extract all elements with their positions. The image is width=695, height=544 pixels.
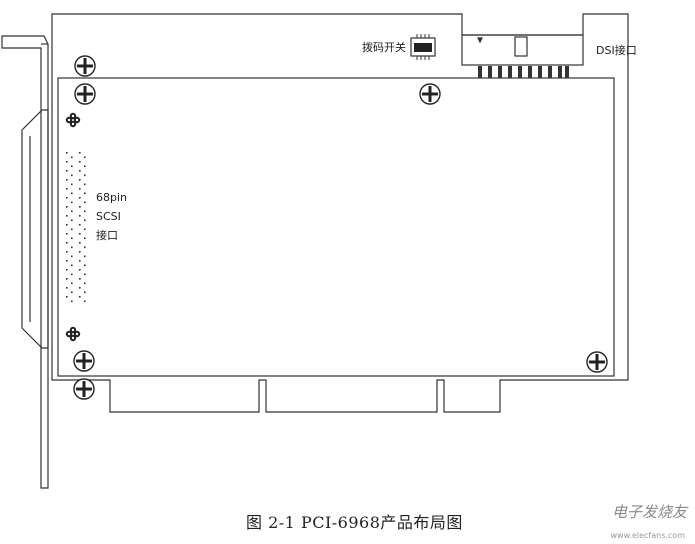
connector-screw (65, 112, 81, 128)
scsi-pin (84, 282, 86, 285)
scsi-pin (84, 228, 86, 231)
scsi-pin (84, 219, 86, 222)
scsi-pin (79, 224, 81, 226)
scsi-pin (71, 300, 73, 303)
scsi-pin (71, 228, 73, 231)
scsi-pin (84, 192, 86, 195)
scsi-pin (84, 156, 86, 159)
scsi-pin (79, 161, 81, 163)
scsi-pin (71, 237, 73, 240)
scsi-pin (66, 224, 68, 226)
scsi-pin (79, 296, 81, 298)
dsi-connector (461, 34, 584, 66)
scsi-pin (84, 183, 86, 186)
scsi-pin (66, 152, 68, 154)
scsi-pin (71, 255, 73, 258)
scsi-connector (21, 109, 49, 349)
scsi-pin (79, 170, 81, 172)
scsi-pin (79, 287, 81, 289)
scsi-pin (79, 242, 81, 244)
scsi-pin (71, 165, 73, 168)
scsi-pin (71, 192, 73, 195)
scsi-pin (66, 233, 68, 235)
scsi-pin (66, 296, 68, 298)
scsi-pin (79, 215, 81, 217)
scsi-pin (66, 251, 68, 253)
scsi-pin (66, 188, 68, 190)
scsi-pin (71, 282, 73, 285)
connector-screw-markers (65, 112, 81, 342)
scsi-pin (66, 206, 68, 208)
scsi-pin (79, 197, 81, 199)
scsi-pin (66, 215, 68, 217)
connector-screw (65, 326, 81, 342)
scsi-pin (71, 291, 73, 294)
scsi-pin (79, 269, 81, 271)
screw-hole (586, 351, 608, 373)
scsi-pin (71, 156, 73, 159)
scsi-label-line-3: 接口 (96, 229, 118, 242)
scsi-pin (79, 251, 81, 253)
scsi-pin (84, 237, 86, 240)
scsi-pin (66, 179, 68, 181)
screw-hole (74, 55, 96, 77)
screw-hole (74, 83, 96, 105)
scsi-pin (79, 179, 81, 181)
scsi-pin (66, 260, 68, 262)
daughter-board (57, 77, 615, 377)
scsi-pin (71, 219, 73, 222)
scsi-pin (66, 269, 68, 271)
scsi-pin (84, 300, 86, 303)
scsi-pin (84, 273, 86, 276)
scsi-pin (71, 273, 73, 276)
scsi-pin (84, 246, 86, 249)
dsi-connector-pins (478, 66, 569, 78)
scsi-pin (79, 278, 81, 280)
screw-hole (73, 378, 95, 400)
scsi-pin (71, 183, 73, 186)
scsi-pin (71, 174, 73, 177)
scsi-pin (84, 264, 86, 267)
scsi-pin (66, 161, 68, 163)
scsi-pin (84, 174, 86, 177)
dip-switch (410, 34, 436, 60)
screw-hole (73, 350, 95, 372)
scsi-pin (66, 170, 68, 172)
dip-switch-label: 拨码开关 (362, 41, 406, 54)
scsi-pin (66, 242, 68, 244)
scsi-pin (71, 201, 73, 204)
scsi-pin (71, 246, 73, 249)
scsi-pin (79, 188, 81, 190)
scsi-pin (84, 255, 86, 258)
scsi-pin (66, 197, 68, 199)
screw-hole (419, 83, 441, 105)
scsi-pin-field (66, 152, 86, 303)
watermark-url: www.elecfans.com (610, 531, 686, 540)
scsi-pin (84, 291, 86, 294)
mounting-bracket (1, 35, 49, 489)
scsi-pin (84, 165, 86, 168)
dsi-port-label: DSI接口 (596, 44, 637, 57)
scsi-pin (71, 210, 73, 213)
scsi-pin (79, 233, 81, 235)
scsi-pin (79, 206, 81, 208)
scsi-pin (84, 201, 86, 204)
watermark-logo: 电子发烧友 (611, 503, 687, 521)
scsi-label-line-2: SCSI (96, 210, 121, 223)
scsi-pin (66, 287, 68, 289)
scsi-pin (71, 264, 73, 267)
pcb-outline (51, 13, 629, 413)
screw-holes (73, 55, 608, 400)
scsi-pin (79, 152, 81, 154)
scsi-pin (84, 210, 86, 213)
scsi-pin (66, 278, 68, 280)
scsi-pin (79, 260, 81, 262)
figure-caption: 图 2-1 PCI-6968产品布局图 (246, 513, 463, 532)
scsi-label-line-1: 68pin (96, 191, 128, 204)
